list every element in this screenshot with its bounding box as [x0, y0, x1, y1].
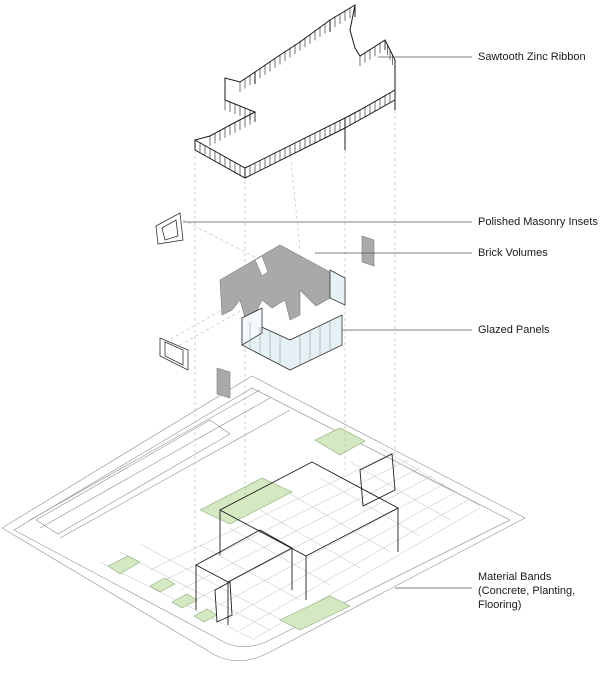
planting-bed [279, 595, 351, 631]
brick-volumes [216, 235, 375, 399]
site-plinth-layer [1, 375, 526, 662]
masonry-insets [155, 212, 189, 371]
planting-bed [107, 555, 141, 575]
planting-bed [199, 477, 293, 525]
label-glazed-panels: Glazed Panels [478, 324, 550, 336]
ground-floor-footprint [195, 453, 399, 625]
label-material-bands: Material Bands (Concrete, Planting, Floo… [478, 571, 576, 611]
label-brick-volumes: Brick Volumes [478, 247, 548, 259]
label-sawtooth-zinc-ribbon: Sawtooth Zinc Ribbon [478, 51, 586, 63]
planting-bed [171, 593, 198, 609]
leader-lines [183, 56, 472, 589]
planting-bed [314, 427, 366, 456]
label-polished-masonry-insets: Polished Masonry Insets [478, 216, 598, 228]
zinc-sawtooth-ticks [194, 5, 396, 178]
glazed-panels [241, 269, 346, 371]
planting-bed [149, 577, 176, 593]
